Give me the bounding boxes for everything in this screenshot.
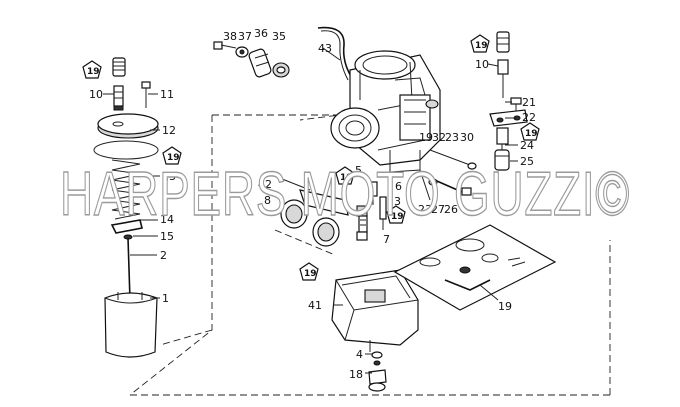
- badge-label: 19: [340, 173, 353, 183]
- part-label-23-bottom: 23: [418, 203, 432, 216]
- part-label-43: 43: [318, 42, 332, 55]
- part-label-19-body: 19: [419, 131, 433, 144]
- part-label-12: 12: [162, 124, 176, 137]
- part-label-27: 27: [431, 203, 445, 216]
- air-filter-assembly: [271, 174, 349, 247]
- part-label-2: 2: [160, 249, 167, 262]
- part-label-15: 15: [160, 230, 174, 243]
- carburettor-body: [330, 50, 441, 173]
- pentagon-badge: 19: [162, 146, 182, 165]
- badge-label: 19: [475, 41, 488, 51]
- part-label-19-gasket: 19: [498, 300, 512, 313]
- pentagon-badges: 19 19 19 19 19 19 19: [82, 34, 540, 281]
- part-label-23-top: 23: [445, 131, 459, 144]
- part-label-7: 7: [383, 233, 390, 246]
- part-label-30: 30: [460, 131, 474, 144]
- part-label-18: 18: [349, 368, 363, 381]
- left-column-parts: [93, 57, 159, 358]
- part-label-6: 6: [395, 180, 402, 193]
- part-label-36: 36: [254, 27, 268, 40]
- side-screws: [419, 149, 477, 201]
- pentagon-badge: 19: [520, 122, 540, 141]
- part-label-22: 22: [522, 111, 536, 124]
- badge-label: 19: [304, 269, 317, 279]
- part-label-5: 5: [355, 164, 362, 177]
- pentagon-badge: 19: [82, 60, 102, 79]
- pentagon-badge: 19: [386, 205, 406, 224]
- part-label-10-right: 10: [475, 58, 489, 71]
- part-label-32: 32: [432, 131, 446, 144]
- part-label-8: 8: [264, 194, 271, 207]
- pentagon-badge: 19: [299, 262, 319, 281]
- part-label-42: 42: [258, 178, 272, 191]
- part-label-4: 4: [356, 348, 363, 361]
- part-labels: 38 37 36 35 43 10 11 12 13 14 15 2 1 10 …: [89, 27, 536, 381]
- pentagon-badge: 19: [470, 34, 490, 53]
- part-label-11: 11: [160, 88, 174, 101]
- part-label-14: 14: [160, 213, 174, 226]
- pentagon-badge: 19: [335, 166, 355, 185]
- badge-label: 19: [525, 129, 538, 139]
- part-label-37: 37: [238, 30, 252, 43]
- float-bowl: [331, 269, 419, 392]
- part-label-1: 1: [162, 292, 169, 305]
- watermark-text: HARPERS MOTO GUZZI©: [60, 160, 630, 229]
- leader-lines: [103, 47, 518, 374]
- jets: [356, 181, 387, 241]
- part-label-10-left: 10: [89, 88, 103, 101]
- badge-label: 19: [167, 153, 180, 163]
- part-label-41: 41: [308, 299, 322, 312]
- part-label-26: 26: [444, 203, 458, 216]
- part-label-38: 38: [223, 30, 237, 43]
- gasket-kit: [393, 224, 557, 311]
- part-label-35: 35: [272, 30, 286, 43]
- part-label-13: 13: [162, 170, 176, 183]
- part-label-21: 21: [522, 96, 536, 109]
- badge-label: 19: [391, 212, 404, 222]
- badge-label: 19: [87, 67, 100, 77]
- top-center-parts: [213, 26, 353, 81]
- right-column-parts: [489, 31, 528, 171]
- part-label-24: 24: [520, 139, 534, 152]
- part-label-25: 25: [520, 155, 534, 168]
- part-label-3: 3: [394, 195, 401, 208]
